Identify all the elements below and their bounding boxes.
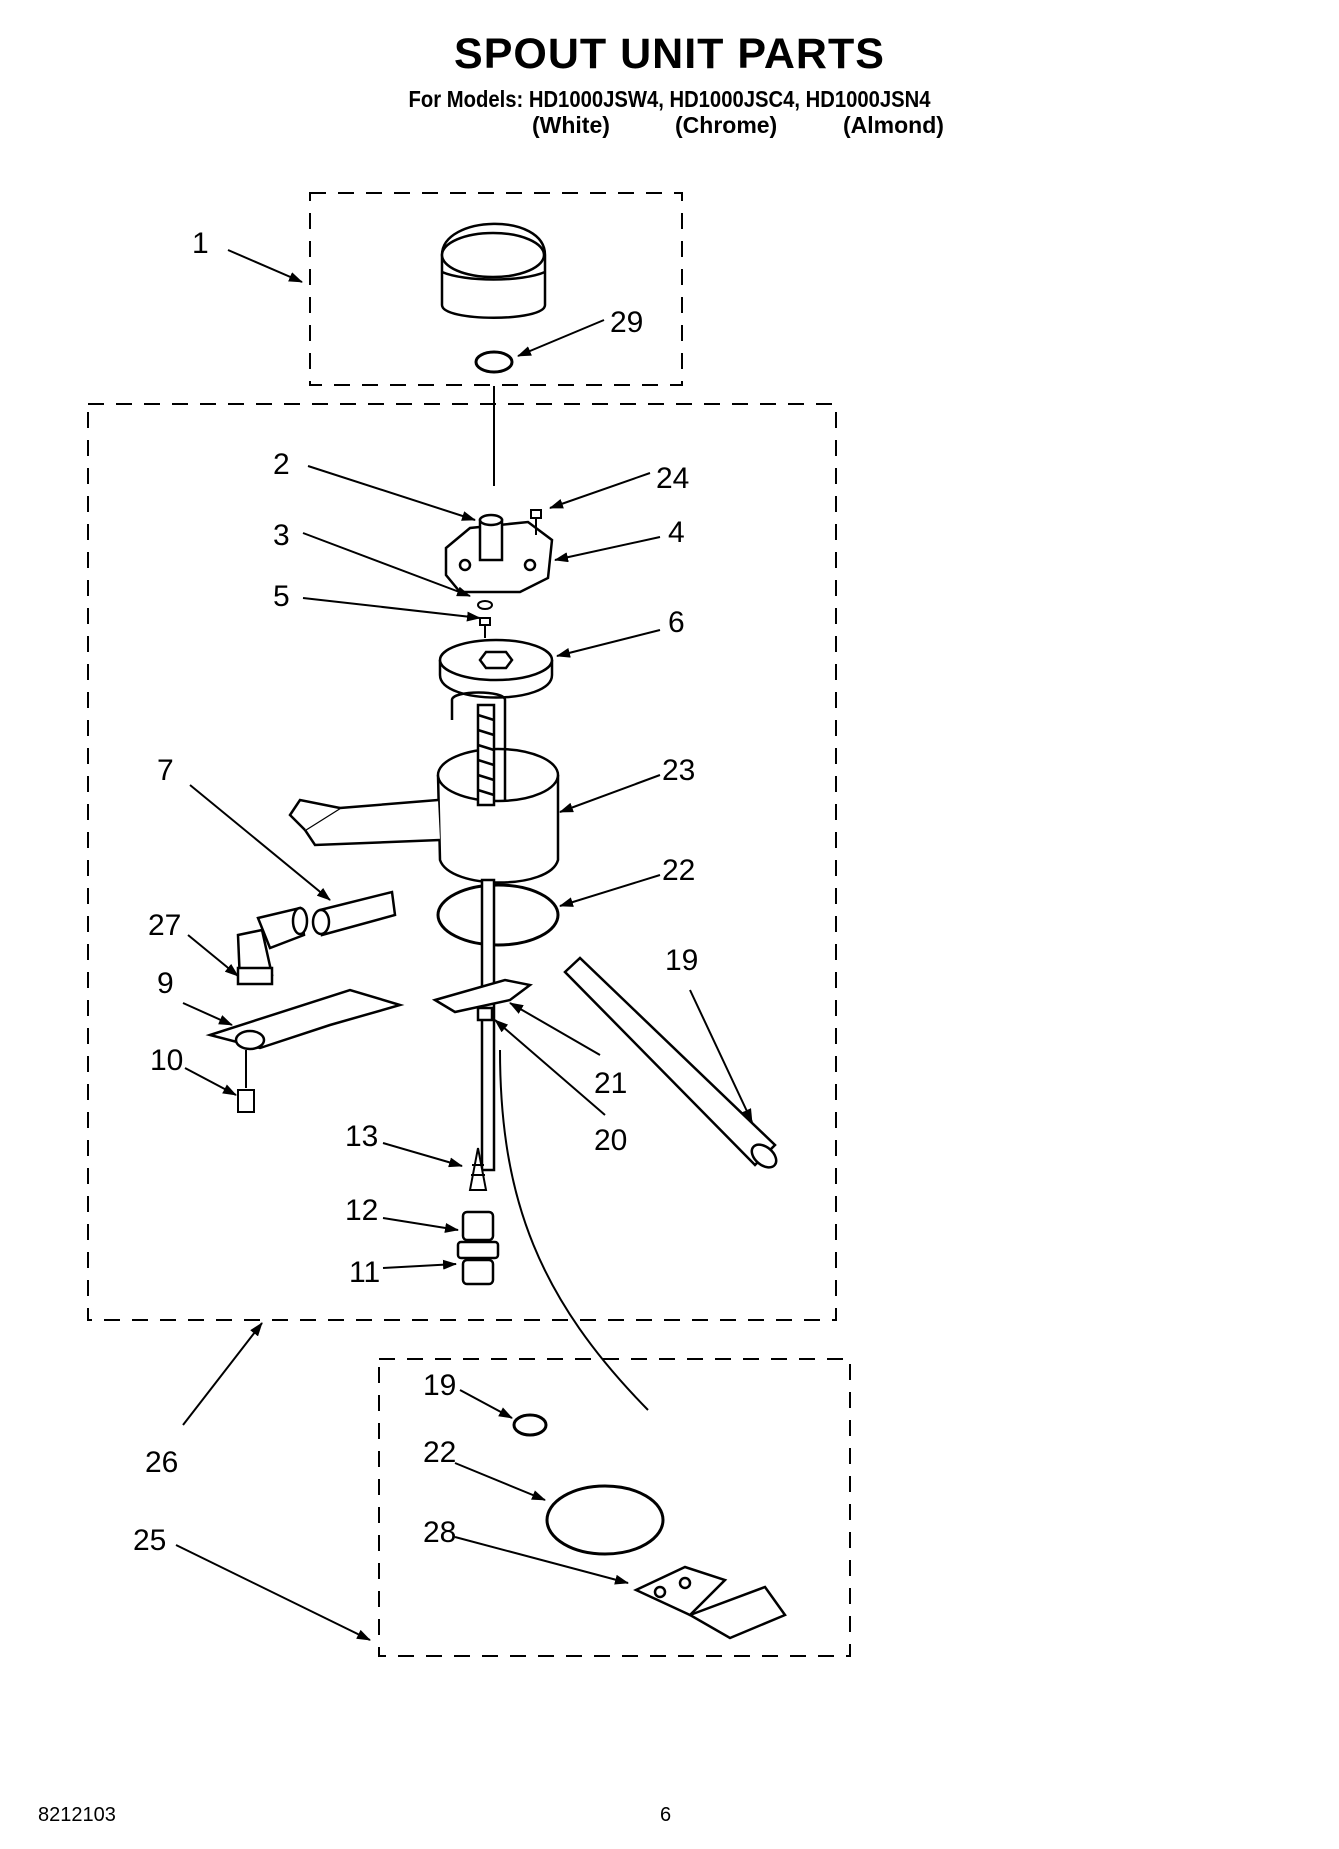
callout-3: 3 [273, 519, 290, 552]
elbow-fitting-part [236, 906, 309, 986]
callout-7: 7 [157, 754, 174, 787]
kit-o-ring-part [545, 1484, 665, 1556]
kit-group-box [378, 1358, 851, 1657]
callout-19: 19 [665, 944, 698, 977]
callout-5: 5 [273, 580, 290, 613]
callout-2: 2 [273, 448, 290, 481]
mounting-bracket-part [205, 988, 405, 1051]
callout-10: 10 [150, 1044, 183, 1077]
retainer-clip-part [431, 978, 533, 1022]
mounting-plate-part [438, 638, 554, 699]
hose-tube-part [311, 890, 397, 937]
page-number: 6 [660, 1804, 672, 1826]
check-valve-part [456, 1210, 500, 1286]
document-number: 8212103 [38, 1804, 116, 1826]
set-screw-part [479, 617, 491, 638]
callout-22: 22 [662, 854, 695, 887]
cartridge-plate-part [444, 513, 554, 594]
callout-21: 21 [594, 1067, 627, 1100]
sprayer-hose-part [563, 956, 778, 1169]
clip-ring-part [474, 350, 514, 374]
callout-24: 24 [656, 462, 689, 495]
riser-tube-part [480, 878, 496, 1172]
callout-25: 25 [133, 1524, 166, 1557]
callout-1: 1 [192, 227, 209, 260]
callout-4: 4 [668, 516, 685, 549]
callout-26: 26 [145, 1446, 178, 1479]
bracket-screw-part [237, 1050, 255, 1113]
callout-22-kit: 22 [423, 1436, 456, 1469]
callout-13: 13 [345, 1120, 378, 1153]
strainer-part [468, 1147, 488, 1191]
callout-19-kit: 19 [423, 1369, 456, 1402]
spout-body-part [288, 691, 560, 884]
callout-20: 20 [594, 1124, 627, 1157]
kit-clip-part [512, 1413, 548, 1437]
screw-part [530, 509, 542, 535]
callout-29: 29 [610, 306, 643, 339]
callout-12: 12 [345, 1194, 378, 1227]
variant-almond: (Almond) [843, 112, 944, 138]
o-ring-large-part [436, 883, 560, 947]
callout-23: 23 [662, 754, 695, 787]
variant-white: (White) [532, 112, 610, 138]
callout-6: 6 [668, 606, 685, 639]
models-line: For Models: HD1000JSW4, HD1000JSC4, HD10… [408, 86, 931, 112]
gasket-sheet-part [633, 1565, 787, 1640]
knob-cap-part [440, 222, 547, 319]
callout-11: 11 [349, 1256, 380, 1289]
page-title: SPOUT UNIT PARTS [454, 30, 885, 78]
o-ring-small-part [477, 600, 493, 610]
callout-28: 28 [423, 1516, 456, 1549]
variant-chrome: (Chrome) [675, 112, 778, 138]
spout-assembly-box [87, 403, 837, 1321]
callout-27: 27 [148, 909, 181, 942]
callout-9: 9 [157, 967, 174, 1000]
